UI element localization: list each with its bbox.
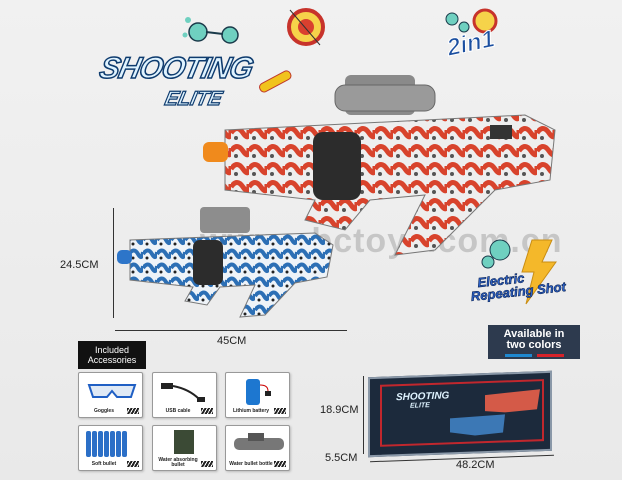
accessory-card-goggles: Goggles xyxy=(78,372,143,418)
package-guns-icon xyxy=(450,389,540,436)
accessory-card-battery: Lithium battery xyxy=(225,372,290,418)
soft-bullet-icon xyxy=(86,431,127,457)
accessory-label: Soft bullet xyxy=(91,461,117,467)
availability-box: Available in two colors xyxy=(488,325,580,359)
water-bullet-pack-icon xyxy=(174,430,194,454)
availability-line2: two colors xyxy=(506,339,562,351)
goggles-icon xyxy=(87,384,137,398)
accessory-label: Water bullet bottle xyxy=(229,461,273,467)
accessory-card-soft-bullet: Soft bullet xyxy=(78,425,143,471)
box-depth-label: 5.5CM xyxy=(325,452,358,464)
2in1-badge-icon xyxy=(445,8,498,34)
bullet-bottle-icon xyxy=(234,433,284,450)
logo-decoration-icon xyxy=(182,8,325,93)
box-length-label: 48.2CM xyxy=(456,459,495,471)
accessory-card-water-bullet: Water absorbing bullet xyxy=(152,425,217,471)
package-box-image: SHOOTING ELITE xyxy=(368,370,552,458)
height-dimension-line xyxy=(113,208,114,318)
red-color-swatch xyxy=(536,354,564,357)
accessories-title-line2: Accessories xyxy=(87,355,137,365)
box-height-line xyxy=(363,376,364,454)
lightning-icon xyxy=(481,239,557,305)
box-height-label: 18.9CM xyxy=(320,404,359,416)
accessory-card-bullet-bottle: Water bullet bottle xyxy=(225,425,290,471)
usb-cable-icon xyxy=(161,383,205,402)
accessory-label: USB cable xyxy=(165,408,191,414)
gun-length-label: 45CM xyxy=(217,335,247,347)
blue-color-swatch xyxy=(504,354,532,357)
length-dimension-line xyxy=(115,330,347,331)
accessories-title: Included Accessories xyxy=(78,341,146,369)
accessory-card-usb-cable: USB cable xyxy=(152,372,217,418)
gun-height-label: 24.5CM xyxy=(60,259,99,271)
red-gun-image xyxy=(203,75,556,256)
blue-gun-image xyxy=(117,207,334,318)
battery-icon xyxy=(246,379,271,405)
accessory-label: Lithium battery xyxy=(232,408,270,414)
accessories-title-line1: Included xyxy=(94,345,130,355)
package-subtitle: ELITE xyxy=(410,402,430,410)
availability-line1: Available in xyxy=(503,328,565,340)
accessory-label: Goggles xyxy=(93,408,114,414)
accessory-label: Water absorbing bullet xyxy=(158,457,198,468)
